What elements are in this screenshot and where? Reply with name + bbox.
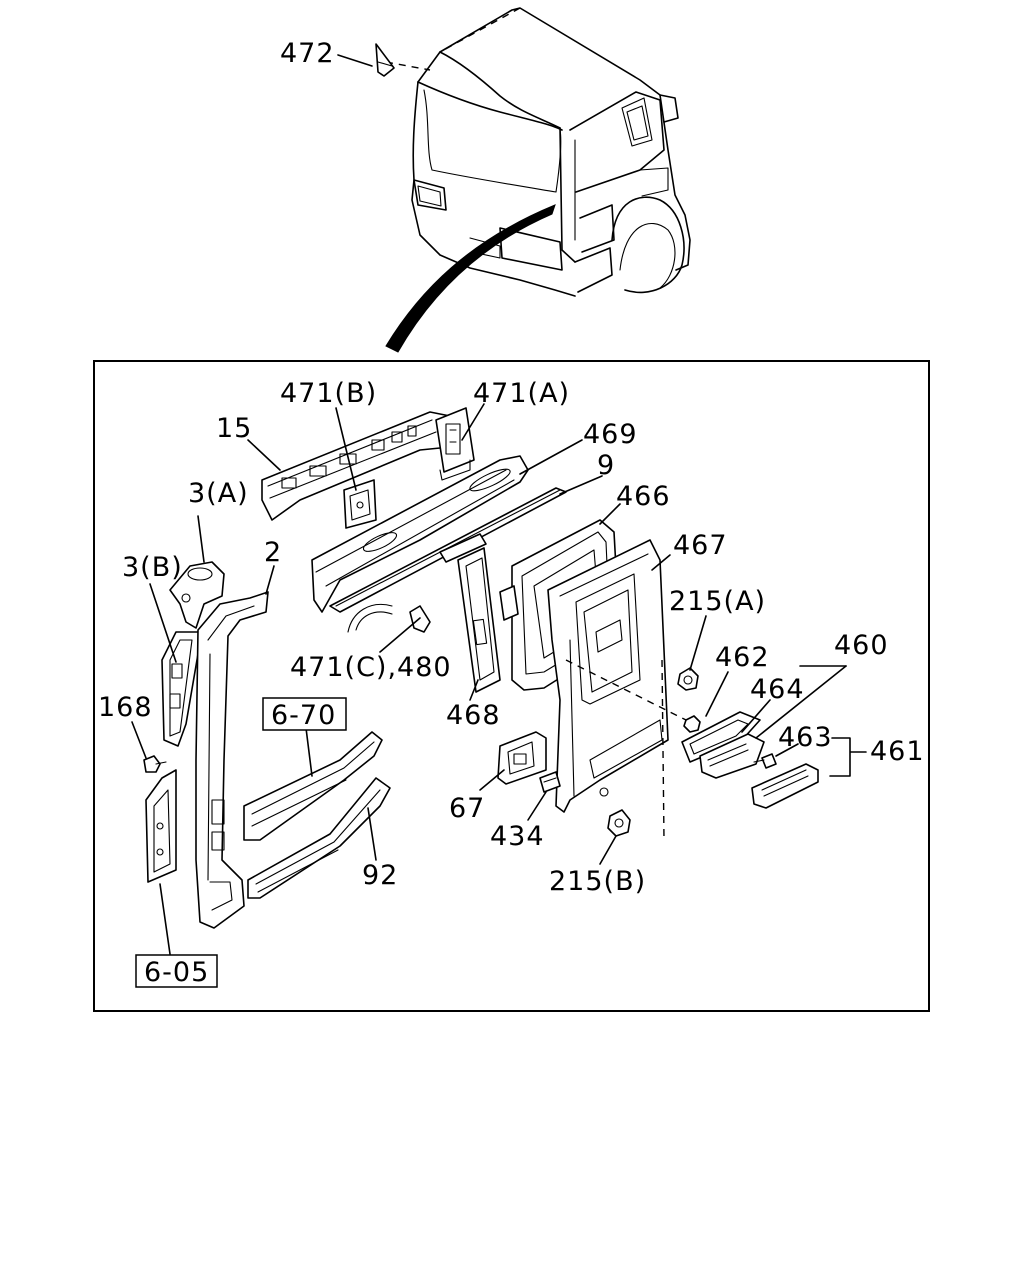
diagram-frame xyxy=(93,360,930,1012)
ref-6-70-sill xyxy=(243,731,383,841)
part-467-rear-quarter-panel xyxy=(547,539,669,813)
label-434: 434 xyxy=(490,821,545,852)
label-464: 464 xyxy=(750,674,805,705)
label-2: 2 xyxy=(264,537,282,568)
part-215b-nut xyxy=(607,809,631,837)
leader-434 xyxy=(527,791,547,821)
part-468-center-pillar xyxy=(439,533,519,693)
leader-468 xyxy=(469,679,479,701)
label-467: 467 xyxy=(673,530,728,561)
part-434-clip xyxy=(539,771,561,793)
leader-67 xyxy=(479,769,505,791)
label-463: 463 xyxy=(778,722,833,753)
leader-215a xyxy=(689,615,707,671)
part-3b-pillar-reinforcement xyxy=(161,631,201,747)
leader-3b xyxy=(149,583,177,663)
label-471c-480: 471(C),480 xyxy=(290,652,452,683)
part-215a-nut xyxy=(677,667,699,691)
label-215a: 215(A) xyxy=(669,586,766,617)
leader-215b xyxy=(599,835,617,865)
label-462: 462 xyxy=(715,642,770,673)
leader-6-70 xyxy=(305,727,313,777)
label-461: 461 xyxy=(870,736,925,767)
label-471a: 471(A) xyxy=(473,378,570,409)
part-471c-clip xyxy=(347,604,431,633)
part-nut-small xyxy=(683,715,701,733)
leader-463 xyxy=(775,743,799,757)
label-6-05: 6-05 xyxy=(144,957,209,988)
leader-462 xyxy=(705,671,729,717)
ref-6-05-bracket xyxy=(145,769,177,883)
part-469-upper-rail xyxy=(311,455,529,613)
leader-15 xyxy=(247,439,281,471)
leader-168 xyxy=(131,721,147,759)
label-6-70: 6-70 xyxy=(271,700,336,731)
label-466: 466 xyxy=(616,481,671,512)
part-463-screw xyxy=(753,753,777,769)
leader-6-05 xyxy=(159,883,171,955)
leader-92 xyxy=(367,807,377,861)
dashed-guide-panel-edge xyxy=(661,659,665,841)
label-3a: 3(A) xyxy=(188,478,249,509)
part-472-clip-icon xyxy=(375,43,395,77)
part-471b-bracket xyxy=(343,479,377,529)
label-472: 472 xyxy=(280,38,335,69)
leader-469 xyxy=(519,439,583,475)
label-3b: 3(B) xyxy=(122,552,183,583)
box-6-70 xyxy=(262,697,347,731)
leader-471a xyxy=(461,403,485,441)
leader-471c xyxy=(379,617,421,653)
box-6-05 xyxy=(135,954,218,988)
part-461-vent-cover xyxy=(751,763,819,809)
label-468: 468 xyxy=(446,700,501,731)
leader-2 xyxy=(265,565,275,595)
part-92-sill-reinforcement xyxy=(247,777,391,899)
part-67-bracket xyxy=(497,731,547,785)
dashed-guide-460 xyxy=(565,659,691,723)
leader-9 xyxy=(559,475,603,495)
leader-467 xyxy=(651,554,671,571)
leader-460 xyxy=(755,665,847,739)
label-469: 469 xyxy=(583,419,638,450)
label-215b: 215(B) xyxy=(549,866,646,897)
part-3a-corner-piece xyxy=(169,561,225,629)
part-168-bolt xyxy=(143,755,167,773)
label-9: 9 xyxy=(597,450,615,481)
part-2-b-pillar xyxy=(195,591,269,929)
part-464-grille xyxy=(699,733,765,779)
label-168: 168 xyxy=(98,692,153,723)
label-460: 460 xyxy=(834,630,889,661)
truck-cab-overview xyxy=(385,7,691,353)
leader-471b xyxy=(335,407,357,491)
bracket-461 xyxy=(829,737,867,777)
leader-466 xyxy=(599,503,621,525)
label-67: 67 xyxy=(449,793,485,824)
label-471b: 471(B) xyxy=(280,378,377,409)
label-15: 15 xyxy=(216,413,252,444)
part-462-gasket xyxy=(681,711,761,763)
leader-464 xyxy=(741,699,771,733)
leader-3a xyxy=(197,515,205,563)
part-471a-bracket xyxy=(435,407,475,481)
label-92: 92 xyxy=(362,860,398,891)
part-15-header-panel xyxy=(261,411,463,521)
leader-472 xyxy=(337,54,373,67)
